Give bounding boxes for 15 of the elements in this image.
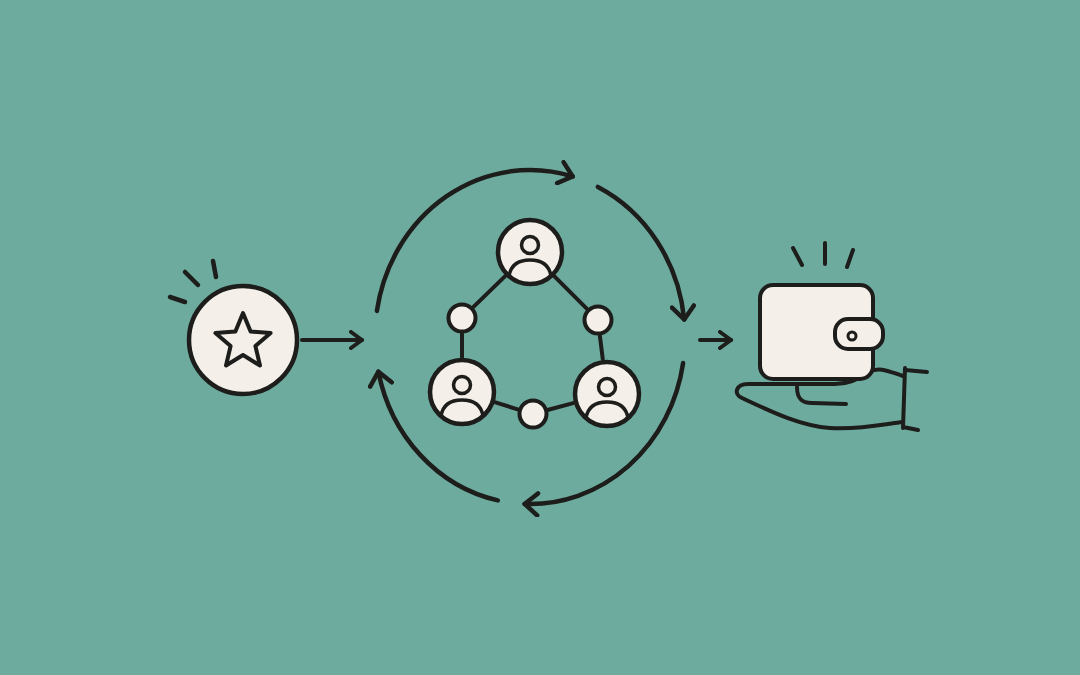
connector-line — [471, 274, 507, 309]
person-icon — [570, 357, 644, 431]
connector-line — [552, 274, 589, 311]
network-dot-icon — [580, 302, 616, 338]
arrow — [300, 330, 364, 350]
star-badge-icon — [166, 257, 302, 399]
connector-line — [460, 332, 464, 359]
connector-line — [493, 400, 520, 412]
person-icon — [493, 215, 567, 289]
network-dot-icon — [444, 300, 480, 336]
network-dot-icon — [515, 396, 551, 432]
connector-line — [546, 401, 576, 412]
arrow — [698, 330, 733, 350]
person-icon — [425, 355, 499, 429]
connector-line — [597, 333, 605, 362]
